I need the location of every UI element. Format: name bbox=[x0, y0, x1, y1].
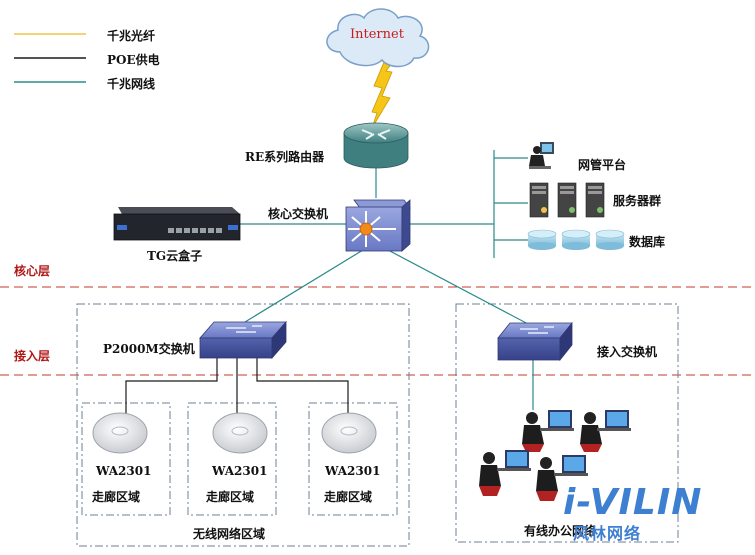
core-switch-label: 核心交换机 bbox=[268, 207, 329, 221]
access-point-icon bbox=[212, 412, 268, 454]
poe-link-ap3 bbox=[256, 358, 349, 420]
core-switch-icon bbox=[345, 199, 411, 252]
ap-area-label: 走廊区域 bbox=[92, 490, 141, 504]
management-station-icon bbox=[529, 142, 554, 169]
access-layer-label: 接入层 bbox=[14, 349, 51, 363]
database-label: 数据库 bbox=[629, 235, 666, 249]
database-icon bbox=[527, 229, 625, 250]
mgmt-platform-label: 网管平台 bbox=[578, 158, 627, 172]
access-switch-icon bbox=[497, 321, 573, 362]
p2000m-switch-icon bbox=[199, 320, 287, 360]
logo-wordmark: i-VILIN bbox=[563, 482, 703, 523]
access-point-icon bbox=[321, 412, 377, 454]
wired-office-label: 有线办公网络 bbox=[524, 524, 597, 538]
legend bbox=[14, 33, 86, 83]
wireless-area-box bbox=[76, 303, 410, 547]
ap-model-label: WA2301 bbox=[96, 464, 152, 478]
ivilin-logo: i-VILIN 风林网络 bbox=[553, 482, 733, 543]
ap-area-label: 走廊区域 bbox=[206, 490, 255, 504]
ap-model-label: WA2301 bbox=[212, 464, 268, 478]
internet-cloud-icon bbox=[326, 8, 430, 68]
links bbox=[125, 150, 534, 420]
core-to-p2000m-link bbox=[244, 249, 364, 323]
logo-chinese-name: 风林网络 bbox=[573, 524, 642, 543]
legend-fiber-label: 千兆光纤 bbox=[107, 29, 156, 43]
access-point-icon bbox=[92, 412, 148, 454]
ap-box-2 bbox=[187, 402, 277, 516]
core-to-access-switch-link bbox=[387, 249, 531, 326]
ap-area-label: 走廊区域 bbox=[324, 490, 373, 504]
p2000m-switch-label: P2000M交换机 bbox=[103, 342, 195, 356]
ap-box-3 bbox=[308, 402, 398, 516]
server-group-label: 服务器群 bbox=[613, 194, 662, 208]
tg-cloud-box-icon bbox=[113, 207, 241, 241]
core-layer-label: 核心层 bbox=[14, 264, 51, 278]
wired-area-box bbox=[455, 303, 679, 543]
lightning-bolt-icon bbox=[371, 61, 394, 129]
wireless-area-label: 无线网络区域 bbox=[193, 527, 266, 541]
server-group-icon bbox=[529, 182, 605, 218]
tg-box-label: TG云盒子 bbox=[147, 249, 203, 263]
router-label: RE系列路由器 bbox=[245, 150, 325, 164]
router-icon bbox=[343, 122, 409, 169]
access-switch-label: 接入交换机 bbox=[597, 345, 658, 359]
legend-poe-label: POE供电 bbox=[107, 53, 160, 67]
legend-ethernet-label: 千兆网线 bbox=[107, 77, 156, 91]
poe-link-ap1 bbox=[125, 358, 218, 420]
internet-label: Internet bbox=[350, 27, 404, 42]
office-workstations-icon bbox=[479, 410, 631, 501]
ap-model-label: WA2301 bbox=[325, 464, 381, 478]
